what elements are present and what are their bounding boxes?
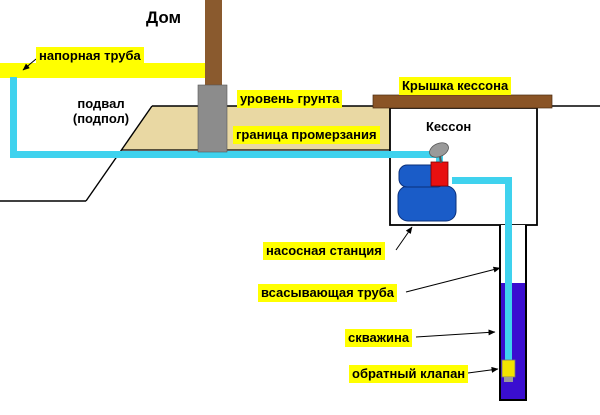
well-water xyxy=(500,283,526,400)
connector-suction-pipe xyxy=(405,266,501,293)
gauge-stem xyxy=(438,155,443,164)
check-valve-strainer xyxy=(504,377,513,382)
suction-pipe xyxy=(505,177,512,361)
pressure-pipe xyxy=(0,63,206,78)
connector-pressure-pipe xyxy=(22,58,37,71)
label-basement: подвал (подпол) xyxy=(60,96,142,126)
label-basement-line1: подвал xyxy=(77,96,125,111)
label-basement-line2: (подпол) xyxy=(72,111,130,126)
label-house: Дом xyxy=(146,8,182,27)
house-wall xyxy=(205,0,222,86)
label-ground-level: уровень грунта xyxy=(237,90,343,108)
label-check-valve: обратный клапан xyxy=(349,365,469,383)
label-caisson-cover: Крышка кессона xyxy=(399,77,512,95)
label-pump-station: насосная станция xyxy=(263,242,385,260)
label-well: скважина xyxy=(345,329,413,347)
label-suction-pipe: всасывающая труба xyxy=(258,284,397,302)
foundation xyxy=(197,84,228,153)
house-riser-pipe xyxy=(10,77,17,158)
pressure-switch xyxy=(430,161,449,187)
pump-tank xyxy=(397,185,457,222)
caisson-cover xyxy=(372,94,553,109)
pressure-gauge xyxy=(429,142,449,158)
check-valve xyxy=(501,359,516,378)
horizontal-supply-pipe xyxy=(10,151,443,158)
connector-check-valve xyxy=(467,366,499,374)
label-caisson: Кессон xyxy=(426,119,472,134)
label-frost-line: граница промерзания xyxy=(233,126,380,144)
label-pressure-pipe: напорная труба xyxy=(36,47,144,65)
pump-outlet-pipe xyxy=(452,177,512,184)
connector-pump-station xyxy=(395,226,413,251)
pipe-into-caisson xyxy=(383,151,443,158)
connector-well xyxy=(415,329,496,338)
